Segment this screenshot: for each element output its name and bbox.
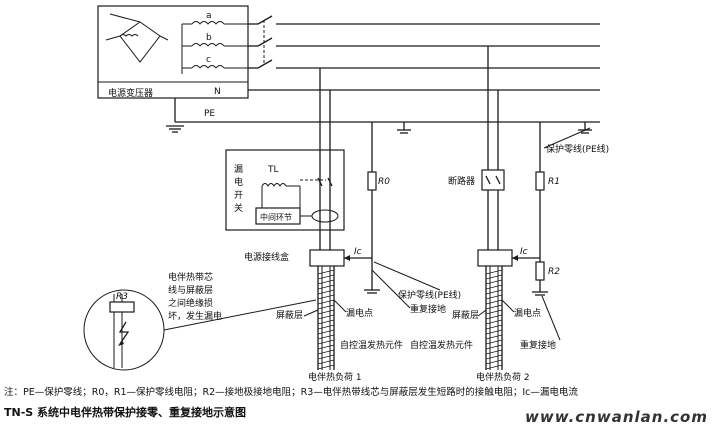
transformer-label: 电源变压器: [108, 87, 153, 99]
repeat-ground-label-2: 重复接地: [520, 339, 556, 351]
leak-switch-char-4: 关: [234, 202, 243, 214]
breaker-box: [481, 169, 505, 191]
cable-hatch-line: [317, 274, 335, 280]
cable-hatch-line: [485, 359, 503, 365]
r2-label: R2: [548, 267, 560, 277]
cable-hatch-line: [485, 364, 503, 370]
cable-hatch-line: [317, 339, 335, 345]
cable-hatch-line: [485, 344, 503, 350]
pe-line-label-mid: 保护零线(PE线): [398, 289, 461, 301]
phase-c-label: c: [206, 55, 211, 65]
transformer-box: [97, 5, 249, 99]
load-2-label: 电伴热负荷 2: [476, 371, 530, 383]
watermark: www.cnwanlan.com: [524, 408, 708, 426]
junction-box-2: [477, 249, 513, 267]
pe-line: [166, 98, 600, 134]
cable-hatch-line: [485, 274, 503, 280]
heating-element-label-1: 自控温发热元件: [340, 339, 403, 351]
cable-hatch-line: [485, 304, 503, 310]
leak-switch-char-1: 漏: [234, 163, 243, 175]
cable-hatch-line: [317, 309, 335, 315]
feeder-2-conductors: [487, 46, 499, 254]
cable-hatch-line: [317, 359, 335, 365]
cable-hatch-line: [485, 294, 503, 300]
pe-line-label-right: 保护零线(PE线): [546, 143, 609, 155]
cable-hatch-line: [317, 269, 335, 275]
cable-hatch-line: [317, 319, 335, 325]
phase-a-label: a: [206, 11, 212, 21]
junction-box-label: 电源接线盒: [244, 251, 289, 263]
cable-hatch-line: [485, 354, 503, 360]
r2-resistor: [535, 261, 545, 281]
feeder-1-conductors: [319, 68, 331, 254]
leak-point-label-2: 漏电点: [514, 307, 541, 319]
bus-lines: [248, 15, 600, 91]
cable-hatch-line: [485, 314, 503, 320]
shield-label-1: 屏蔽层: [276, 309, 303, 321]
cable-hatch-line: [485, 319, 503, 325]
relay-label: 中间环节: [260, 212, 292, 222]
cable-hatch-line: [317, 299, 335, 305]
ic-label-2: Ic: [520, 247, 528, 257]
tl-label: TL: [267, 165, 279, 175]
cable-hatch-line: [317, 284, 335, 290]
cable-hatch-line: [317, 329, 335, 335]
cable-hatch-line: [485, 339, 503, 345]
cable-hatch-line: [485, 269, 503, 275]
fault-note-line-3: 之间绝缘损: [168, 297, 213, 309]
r3-resistor: [109, 301, 135, 313]
cable-hatch-line: [485, 349, 503, 355]
footnote: 注：PE—保护零线；R0，R1—保护零线电阻；R2—接地极接地电阻；R3—电伴热…: [4, 387, 578, 398]
leak-point-label-1: 漏电点: [346, 307, 373, 319]
cable-hatch-line: [317, 349, 335, 355]
shield-label-2: 屏蔽层: [452, 309, 479, 321]
cable-hatch-line: [317, 314, 335, 320]
leak-switch-char-3: 开: [234, 190, 243, 201]
phase-b-label: b: [206, 33, 212, 43]
junction-box-1: [309, 249, 345, 267]
figure-caption: TN-S 系统中电伴热带保护接零、重复接地示意图: [4, 406, 247, 419]
cable-hatch-line: [317, 304, 335, 310]
cable-hatch-line: [485, 324, 503, 330]
load-1-label: 电伴热负荷 1: [308, 371, 362, 383]
cable-hatch-line: [317, 344, 335, 350]
cable-hatch-line: [485, 299, 503, 305]
breaker-label: 断路器: [448, 175, 475, 187]
cable-hatch-line: [485, 284, 503, 290]
neutral-label: N: [214, 87, 221, 97]
cable-hatch-line: [485, 279, 503, 285]
cable-hatch-line: [317, 354, 335, 360]
r3-label: R3: [116, 292, 128, 302]
secondary-winding: [181, 21, 248, 74]
delta-winding: [105, 13, 169, 63]
cable-hatch-line: [485, 289, 503, 295]
cable-hatch-line: [317, 334, 335, 340]
r1-resistor: [535, 171, 545, 191]
cable-hatch-line: [485, 329, 503, 335]
r1-label: R1: [548, 177, 560, 187]
cable-hatch-line: [317, 324, 335, 330]
cable-hatch-line: [317, 294, 335, 300]
cable-hatch-line: [317, 279, 335, 285]
cable-hatch-line: [317, 364, 335, 370]
repeat-ground-label-1: 重复接地: [410, 303, 446, 315]
fault-note-line-4: 坏，发生漏电: [168, 310, 222, 322]
cable-hatch-line: [317, 289, 335, 295]
leak-switch-char-2: 电: [234, 176, 243, 188]
pe-label: PE: [204, 109, 215, 119]
fault-note-line-1: 电伴热带芯: [168, 271, 213, 283]
r0-resistor: [367, 171, 377, 191]
cable-hatch-line: [485, 334, 503, 340]
r0-label: R0: [378, 177, 390, 187]
cable-hatch-line: [485, 309, 503, 315]
ic-label-1: Ic: [354, 247, 362, 257]
fault-note-line-2: 线与屏蔽层: [168, 284, 213, 296]
current-transformer-ring: [311, 209, 339, 223]
heating-element-label-2: 自控温发热元件: [410, 339, 473, 351]
